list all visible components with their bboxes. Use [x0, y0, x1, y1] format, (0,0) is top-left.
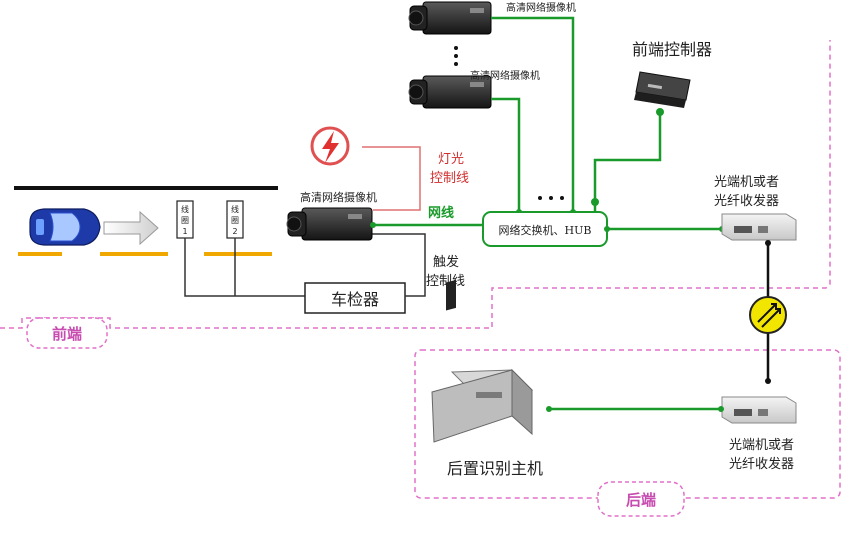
front-zone-boundary [0, 40, 831, 329]
svg-text:圈: 圈 [231, 216, 239, 225]
vehicle-detector-box [304, 282, 406, 314]
svg-text:线: 线 [181, 204, 189, 214]
coil-wiring [184, 238, 305, 297]
trigger-label-1: 触发 [433, 254, 459, 270]
svg-text:2: 2 [232, 227, 237, 236]
coil-2: 线 圈 2 [226, 200, 244, 239]
main-camera-label: 高清网络摄像机 [300, 190, 377, 204]
second-camera-label: 高清网络摄像机 [470, 69, 540, 82]
ellipsis-horizontal [538, 196, 564, 200]
svg-text:圈: 圈 [181, 216, 189, 225]
top-camera [408, 1, 492, 35]
front-controller-label: 前端控制器 [632, 40, 712, 59]
front-controller-device [634, 71, 691, 108]
trigger-control-line [372, 233, 426, 297]
network-line-controller [593, 112, 662, 212]
back-zone-tag [597, 481, 685, 517]
car [29, 208, 101, 246]
light-label-2: 控制线 [430, 171, 469, 186]
recognition-host-label: 后置识别主机 [447, 459, 543, 478]
back-zone-boundary [414, 349, 841, 499]
direction-arrow [103, 210, 159, 246]
front-fiber-label-2: 光纤收发器 [714, 193, 779, 209]
front-fiber-transceiver [721, 213, 797, 241]
light-label-1: 灯光 [438, 152, 464, 167]
trigger-label-2: 控制线 [426, 274, 465, 289]
svg-text:线: 线 [231, 204, 239, 214]
back-fiber-label-1: 光端机或者 [729, 438, 794, 453]
back-fiber-label-2: 光纤收发器 [729, 456, 794, 472]
back-zone-label: 后端 [626, 491, 656, 509]
front-fiber-label-1: 光端机或者 [714, 175, 779, 190]
coil-1: 线 圈 1 [176, 200, 194, 239]
double-arrow-icon [749, 296, 787, 334]
second-camera [408, 75, 492, 109]
main-camera [286, 207, 373, 241]
back-fiber-transceiver [721, 396, 797, 424]
ellipsis-vertical [454, 46, 458, 66]
front-zone-label: 前端 [52, 325, 82, 343]
lightning-bolt-icon [310, 126, 350, 166]
top-camera-label: 高清网络摄像机 [506, 1, 576, 14]
network-line-label: 网线 [428, 205, 454, 221]
svg-text:1: 1 [182, 227, 187, 236]
front-zone-tag [26, 317, 108, 349]
light-control-line [362, 146, 421, 211]
vehicle-detector-label: 车检器 [331, 290, 379, 309]
network-line-second-camera [491, 97, 521, 212]
network-line-top-camera [491, 16, 575, 212]
recognition-host-server [431, 279, 534, 443]
switch-hub-label: 网络交换机、HUB [499, 223, 592, 237]
